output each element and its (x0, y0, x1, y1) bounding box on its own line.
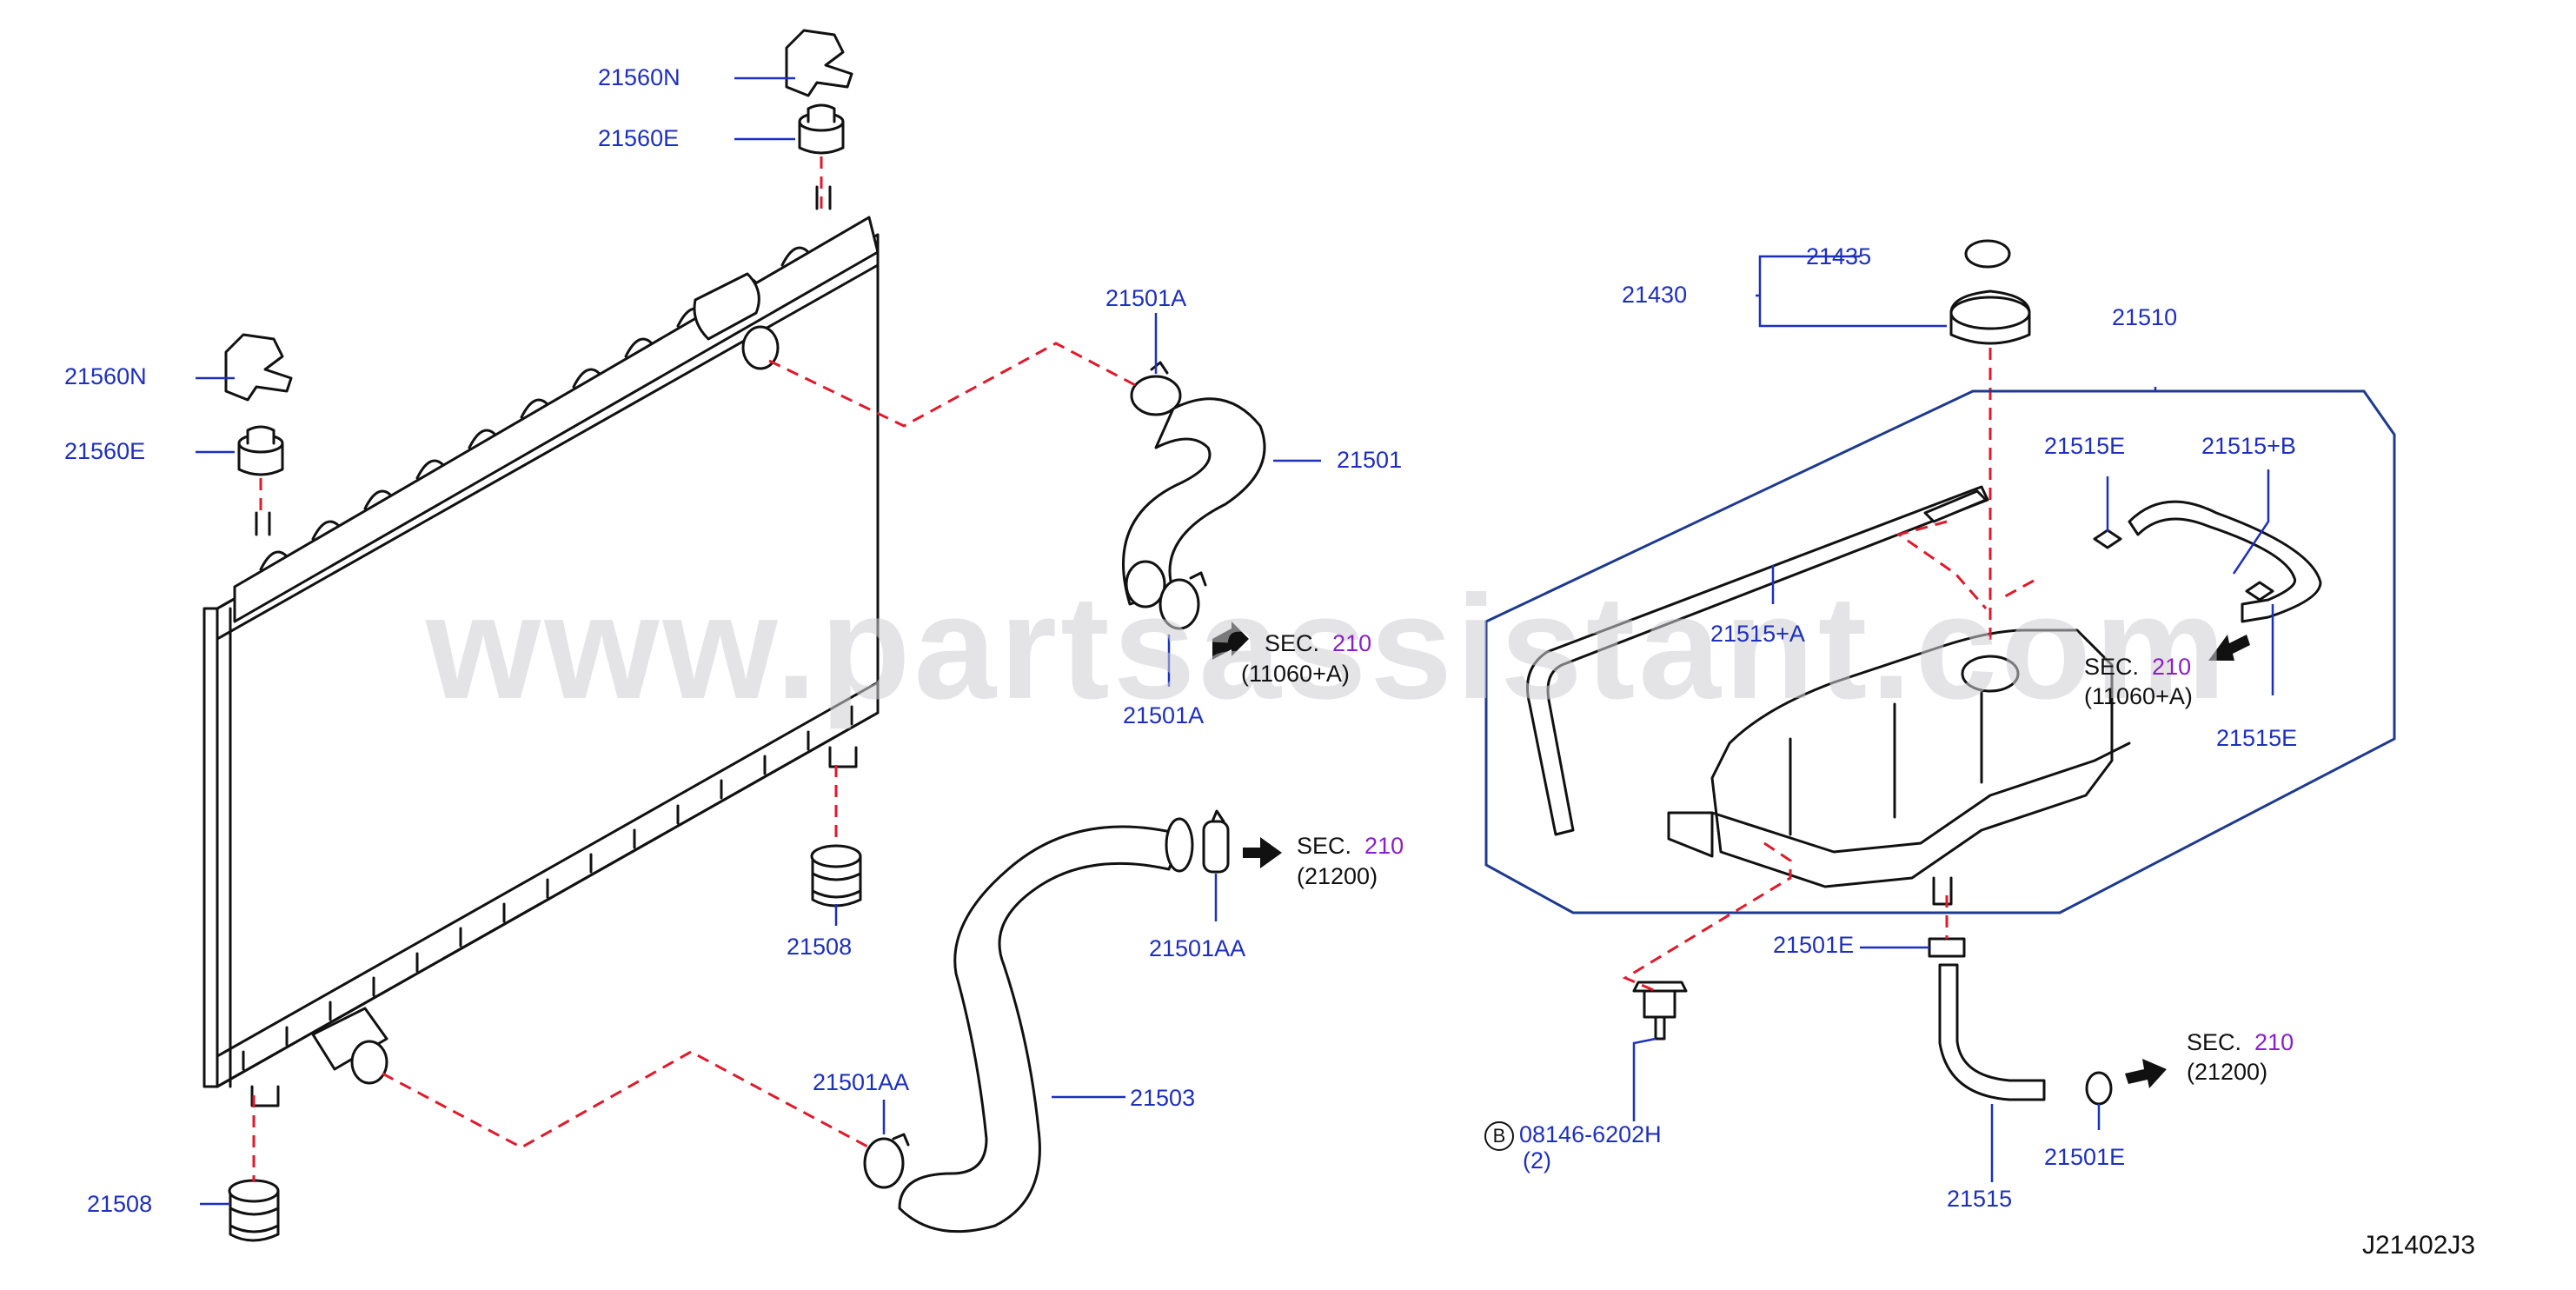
dashed-leaders (252, 156, 2035, 1182)
sec-prefix: SEC. (2187, 1029, 2242, 1055)
sec-prefix: SEC. (2084, 654, 2140, 680)
sec-prefix: SEC. (1297, 833, 1352, 859)
hose-21515 (1938, 963, 2046, 1101)
label-21503: 21503 (1130, 1085, 1196, 1111)
mount-rubber-left (237, 425, 284, 476)
overflow-hose-a (1526, 485, 1989, 836)
hose-b (2128, 500, 2322, 623)
hose-clamp-upper-bottom (1159, 571, 1207, 630)
label-21515e-top: 21515E (2044, 433, 2126, 459)
label-21560e-left: 21560E (64, 438, 146, 464)
bolt-quantity: (2) (1523, 1147, 1551, 1174)
label-21515e-right: 21515E (2216, 725, 2298, 751)
sec-number: 210 (1332, 630, 1372, 656)
hose-clamp-lower-right (1202, 809, 1230, 874)
hose-clamp-upper-top (1130, 361, 1182, 416)
mount-rubber-top (798, 103, 845, 155)
sec-ref-upper-left-sub: (11060+A) (1241, 661, 1350, 687)
arrow-sec-lower-left (1243, 837, 1282, 868)
diagram-code: J21402J3 (2362, 1231, 2476, 1260)
clamp-21501e-left (1928, 937, 1966, 958)
clamp-21515e-top (2093, 529, 2122, 549)
bolt-part-number: 08146-6202H (1519, 1121, 1662, 1148)
label-21501a-bottom: 21501A (1123, 702, 1205, 728)
assembly-outline-21510 (1484, 389, 2396, 914)
sec-ref-upper-right: SEC. 210 (2084, 655, 2191, 679)
reservoir-tank (1667, 628, 2131, 906)
label-21430: 21430 (1622, 282, 1688, 308)
sec-prefix: SEC. (1265, 630, 1320, 656)
bolt (1632, 981, 1688, 1041)
mount-rubber-mid (810, 844, 862, 908)
label-21510: 21510 (2112, 304, 2178, 330)
label-21501e-left: 21501E (1773, 932, 1855, 958)
sec-ref-lower-left: SEC. 210 (1297, 835, 1404, 858)
arrow-sec-upper-right (2208, 635, 2250, 661)
bolt-marker-b: B (1484, 1121, 1514, 1151)
reservoir-cap (1949, 289, 2031, 345)
label-21508-mid: 21508 (787, 934, 853, 960)
watermark: www.partsassistant.com (426, 565, 2230, 730)
label-21501aa-right: 21501AA (1149, 935, 1246, 961)
label-21560e-top: 21560E (598, 125, 680, 151)
arrow-sec-upper-left (1212, 622, 1249, 660)
label-21435: 21435 (1806, 243, 1872, 269)
label-21501aa-left: 21501AA (813, 1069, 910, 1095)
radiator-cap-left (224, 333, 293, 402)
hose-clamp-lower-left (863, 1133, 910, 1189)
lower-hose (898, 817, 1194, 1233)
mount-rubber-bottom (228, 1179, 280, 1242)
label-21501a-top: 21501A (1105, 285, 1187, 311)
sec-ref-lower-right-sub: (21200) (2187, 1059, 2268, 1085)
label-21508-bottom: 21508 (87, 1191, 153, 1217)
label-21560n-top: 21560N (598, 64, 681, 90)
sec-ref-upper-right-sub: (11060+A) (2084, 683, 2193, 709)
o-ring (1964, 239, 2011, 269)
sec-number: 210 (2152, 654, 2192, 680)
label-21501: 21501 (1337, 447, 1403, 473)
label-21515b: 21515+B (2201, 433, 2296, 459)
label-21515: 21515 (1947, 1186, 2013, 1212)
clamp-21501e-bottom (2085, 1071, 2113, 1106)
label-21515a: 21515+A (1710, 621, 1805, 647)
clamp-21515e-right (2245, 581, 2274, 602)
radiator-cap-top (785, 29, 853, 97)
leader-lines (196, 76, 2274, 1206)
sec-ref-lower-left-sub: (21200) (1297, 863, 1378, 889)
sec-number: 210 (1364, 833, 1404, 859)
label-21560n-left: 21560N (64, 363, 147, 389)
radiator (202, 185, 880, 1107)
sec-ref-lower-right: SEC. 210 (2187, 1031, 2294, 1054)
sec-ref-upper-left: SEC. 210 (1265, 632, 1371, 655)
sec-number: 210 (2254, 1029, 2294, 1055)
label-21501e-bottom: 21501E (2044, 1144, 2126, 1170)
arrow-sec-lower-right (2125, 1059, 2167, 1088)
